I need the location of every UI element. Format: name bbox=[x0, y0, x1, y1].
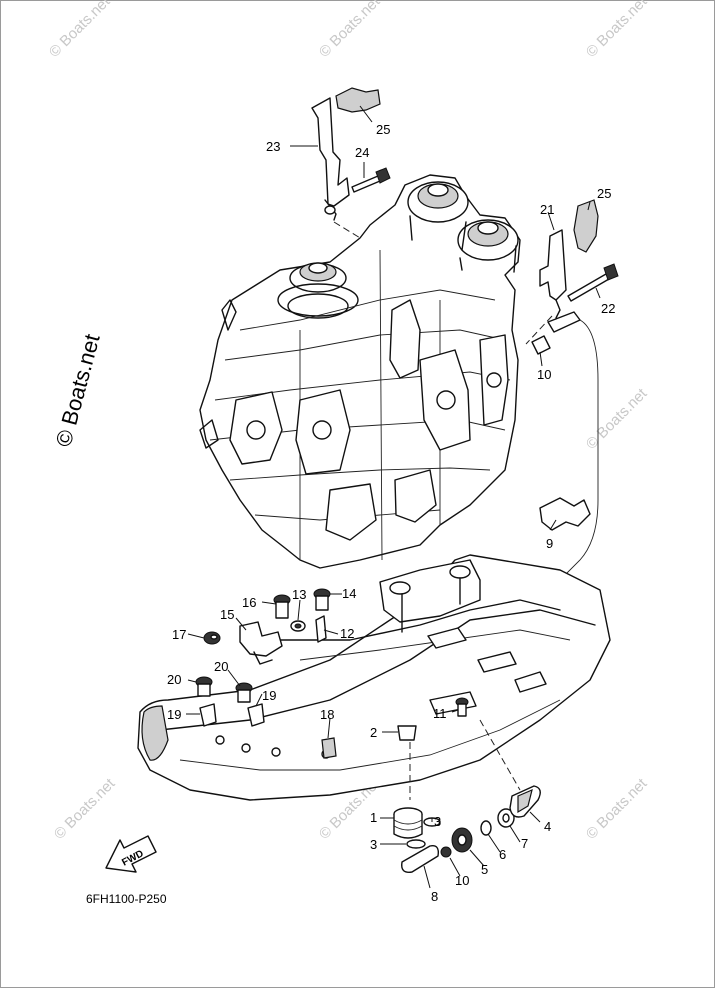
grommet-2 bbox=[397, 725, 417, 741]
callout-1: 1 bbox=[370, 810, 377, 825]
cover-25-right bbox=[573, 199, 599, 253]
leader-lines bbox=[186, 105, 601, 889]
bracket-15 bbox=[239, 621, 283, 665]
callout-25-top: 25 bbox=[376, 122, 390, 137]
callout-10-lower: 10 bbox=[455, 873, 469, 888]
callout-19-left: 19 bbox=[167, 707, 181, 722]
callout-21: 21 bbox=[540, 202, 554, 217]
callout-9: 9 bbox=[546, 536, 553, 551]
washer-6 bbox=[480, 820, 492, 836]
watermark-mid-right: © Boats.net bbox=[583, 385, 651, 453]
callout-20-right: 20 bbox=[214, 659, 228, 674]
callout-3-lower: 3 bbox=[370, 837, 377, 852]
callout-11: 11 bbox=[433, 706, 447, 721]
bolt-16 bbox=[273, 594, 291, 619]
callout-2: 2 bbox=[370, 725, 377, 740]
callout-16: 16 bbox=[242, 595, 256, 610]
clamp-3b bbox=[406, 839, 426, 849]
callout-13: 13 bbox=[292, 587, 306, 602]
callout-4: 4 bbox=[544, 819, 551, 834]
clamp-10-lower bbox=[440, 846, 452, 858]
callout-18: 18 bbox=[320, 707, 334, 722]
grommet-13 bbox=[290, 620, 306, 632]
hose-8 bbox=[401, 845, 440, 873]
callout-15: 15 bbox=[220, 607, 234, 622]
bracket-23 bbox=[311, 87, 381, 221]
bracket-21 bbox=[539, 229, 567, 319]
callout-6: 6 bbox=[499, 847, 506, 862]
watermark-bottom-right: © Boats.net bbox=[583, 775, 651, 843]
watermark-side: © Boats.net bbox=[51, 331, 105, 449]
cap-4 bbox=[509, 785, 541, 818]
grommet-18 bbox=[321, 737, 337, 759]
engine-block bbox=[199, 174, 521, 569]
clip-19-right bbox=[247, 703, 265, 727]
callout-24: 24 bbox=[355, 145, 369, 160]
callout-17: 17 bbox=[172, 627, 186, 642]
callout-3-upper: 3 bbox=[434, 814, 441, 829]
callouts: 25 23 24 25 21 22 10 9 16 13 14 15 12 17… bbox=[167, 122, 615, 904]
clip-12 bbox=[315, 615, 327, 643]
bottom-cowling bbox=[137, 554, 611, 801]
callout-22: 22 bbox=[601, 301, 615, 316]
callout-23: 23 bbox=[266, 139, 280, 154]
bolt-24 bbox=[351, 167, 391, 193]
watermark-top-right: © Boats.net bbox=[583, 0, 651, 61]
callout-7: 7 bbox=[521, 836, 528, 851]
callout-12: 12 bbox=[340, 626, 354, 641]
seal-1 bbox=[393, 807, 423, 839]
screw-11 bbox=[455, 697, 469, 717]
callout-8: 8 bbox=[431, 889, 438, 904]
fwd-arrow: FWD bbox=[105, 835, 157, 873]
nut-17 bbox=[203, 631, 221, 645]
collar-7 bbox=[497, 808, 515, 828]
watermark-top-center: © Boats.net bbox=[316, 0, 384, 61]
clip-19-left bbox=[199, 703, 217, 727]
clip-9 bbox=[539, 497, 591, 531]
bolt-22 bbox=[567, 263, 619, 302]
watermark-bottom-left: © Boats.net bbox=[51, 775, 119, 843]
bolt-14 bbox=[313, 588, 331, 611]
diagram-code: 6FH1100-P250 bbox=[86, 892, 167, 906]
grommet-5 bbox=[451, 827, 473, 853]
hose-upper bbox=[531, 311, 599, 581]
bolt-20-right bbox=[235, 682, 253, 703]
callout-19-right: 19 bbox=[262, 688, 276, 703]
bolt-20-left bbox=[195, 676, 213, 697]
callout-10-upper: 10 bbox=[537, 367, 551, 382]
callout-5: 5 bbox=[481, 862, 488, 877]
callout-20-left: 20 bbox=[167, 672, 181, 687]
callout-14: 14 bbox=[342, 586, 356, 601]
watermark-top-left: © Boats.net bbox=[46, 0, 114, 61]
callout-25-right: 25 bbox=[597, 186, 611, 201]
